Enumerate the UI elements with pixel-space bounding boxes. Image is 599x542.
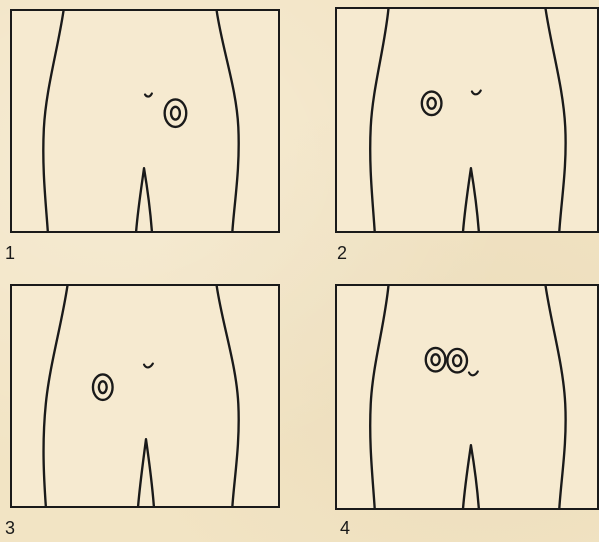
- torso-figure-4: [337, 286, 597, 508]
- torso-left-outline: [43, 11, 63, 231]
- torso-right-outline: [217, 11, 239, 231]
- panel-number-3: 3: [5, 519, 15, 537]
- stoma-inner-ring-left: [431, 354, 439, 365]
- crotch-line: [138, 439, 154, 506]
- panel-number-2: 2: [337, 244, 347, 262]
- navel-icon: [145, 94, 152, 97]
- stoma-outer-ring: [93, 374, 113, 400]
- panel-number-1: 1: [5, 244, 15, 262]
- crotch-line: [463, 445, 479, 508]
- panel-4: [335, 284, 599, 510]
- panel-1: [10, 9, 280, 233]
- stoma-outer-ring-right: [447, 349, 467, 373]
- torso-right-outline: [546, 9, 566, 231]
- navel-icon: [469, 371, 478, 375]
- torso-right-outline: [546, 286, 566, 508]
- panel-3: [10, 284, 280, 508]
- crotch-line: [463, 168, 479, 231]
- torso-left-outline: [370, 286, 388, 508]
- panel-number-4: 4: [340, 519, 350, 537]
- stoma-inner-ring: [428, 98, 436, 109]
- panel-2: [335, 7, 599, 233]
- stoma-inner-ring: [171, 107, 180, 120]
- torso-figure-1: [12, 11, 278, 231]
- stoma-outer-ring: [422, 92, 442, 116]
- navel-icon: [144, 364, 153, 368]
- stoma-outer-ring: [165, 99, 187, 127]
- torso-right-outline: [217, 286, 239, 506]
- stoma-outer-ring-left: [426, 348, 446, 372]
- stoma-inner-ring-right: [453, 355, 461, 366]
- torso-left-outline: [44, 286, 68, 506]
- torso-left-outline: [370, 9, 388, 231]
- navel-icon: [472, 91, 481, 95]
- crotch-line: [136, 168, 152, 231]
- stoma-inner-ring: [99, 381, 107, 393]
- torso-figure-2: [337, 9, 597, 231]
- torso-figure-3: [12, 286, 278, 506]
